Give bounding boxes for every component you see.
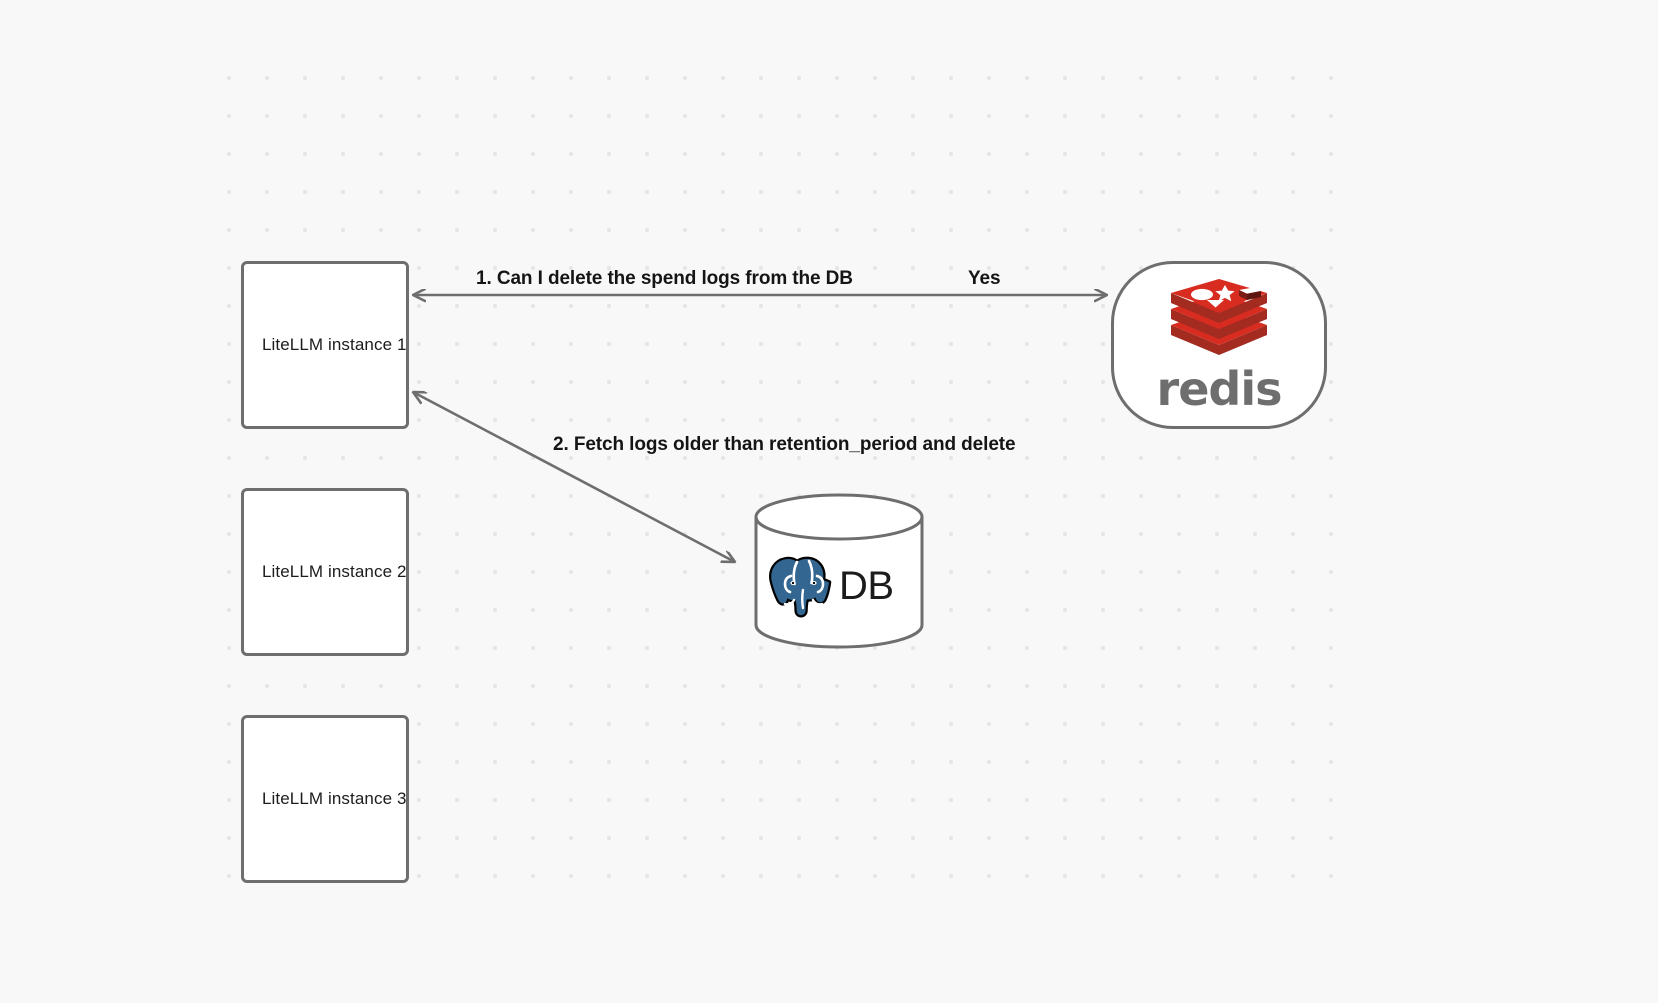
node-litellm-instance-1[interactable]: LiteLLM instance 1 [241, 261, 409, 429]
node-label-litellm-3: LiteLLM instance 3 [262, 789, 407, 808]
node-label-litellm-2: LiteLLM instance 2 [262, 562, 407, 581]
edge-label-yes: Yes [968, 268, 1001, 289]
node-label-database: DB [839, 564, 894, 608]
edge-label-step-1: 1. Can I delete the spend logs from the … [476, 268, 853, 289]
node-litellm-instance-3[interactable]: LiteLLM instance 3 [241, 715, 409, 883]
node-database[interactable]: DB [753, 492, 925, 650]
node-label-litellm-1: LiteLLM instance 1 [262, 335, 407, 354]
edge-litellm1-db [413, 392, 735, 562]
edge-label-step-2: 2. Fetch logs older than retention_perio… [553, 434, 1016, 455]
redis-logo-icon [1167, 278, 1271, 362]
node-label-redis: redis [1156, 361, 1283, 416]
postgresql-elephant-icon [767, 552, 839, 629]
node-litellm-instance-2[interactable]: LiteLLM instance 2 [241, 488, 409, 656]
node-redis[interactable]: redis [1111, 261, 1327, 429]
